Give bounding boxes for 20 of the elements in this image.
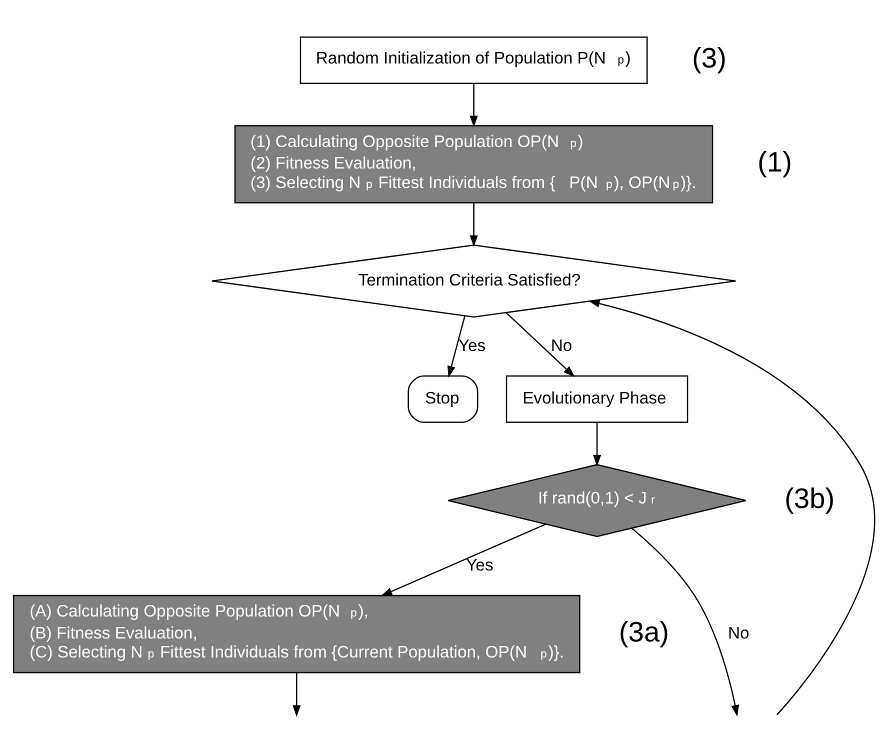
- arrow: [592, 422, 602, 466]
- label: (3): [692, 40, 727, 73]
- arrow: [470, 83, 478, 127]
- arrow: [447, 316, 466, 378]
- arrow: [631, 527, 740, 716]
- node-label: (3b): [784, 481, 835, 514]
- node-box: Evolutionary Phase: [506, 374, 688, 422]
- arrow: [470, 202, 478, 246]
- node-diamond: Termination Criteria Satisfied?: [211, 244, 736, 318]
- edge-label: Yes: [466, 554, 494, 574]
- arrow: [506, 312, 575, 377]
- node-label: (3a): [618, 614, 670, 647]
- arrow: [292, 672, 301, 716]
- node-box: Stop: [408, 374, 478, 422]
- node-label: (1): [757, 144, 792, 177]
- edge-label: No: [550, 335, 572, 354]
- arrow: [588, 299, 876, 715]
- arrow: [380, 523, 546, 596]
- edge-label: No: [728, 622, 750, 642]
- edge-label: Yes: [458, 335, 486, 354]
